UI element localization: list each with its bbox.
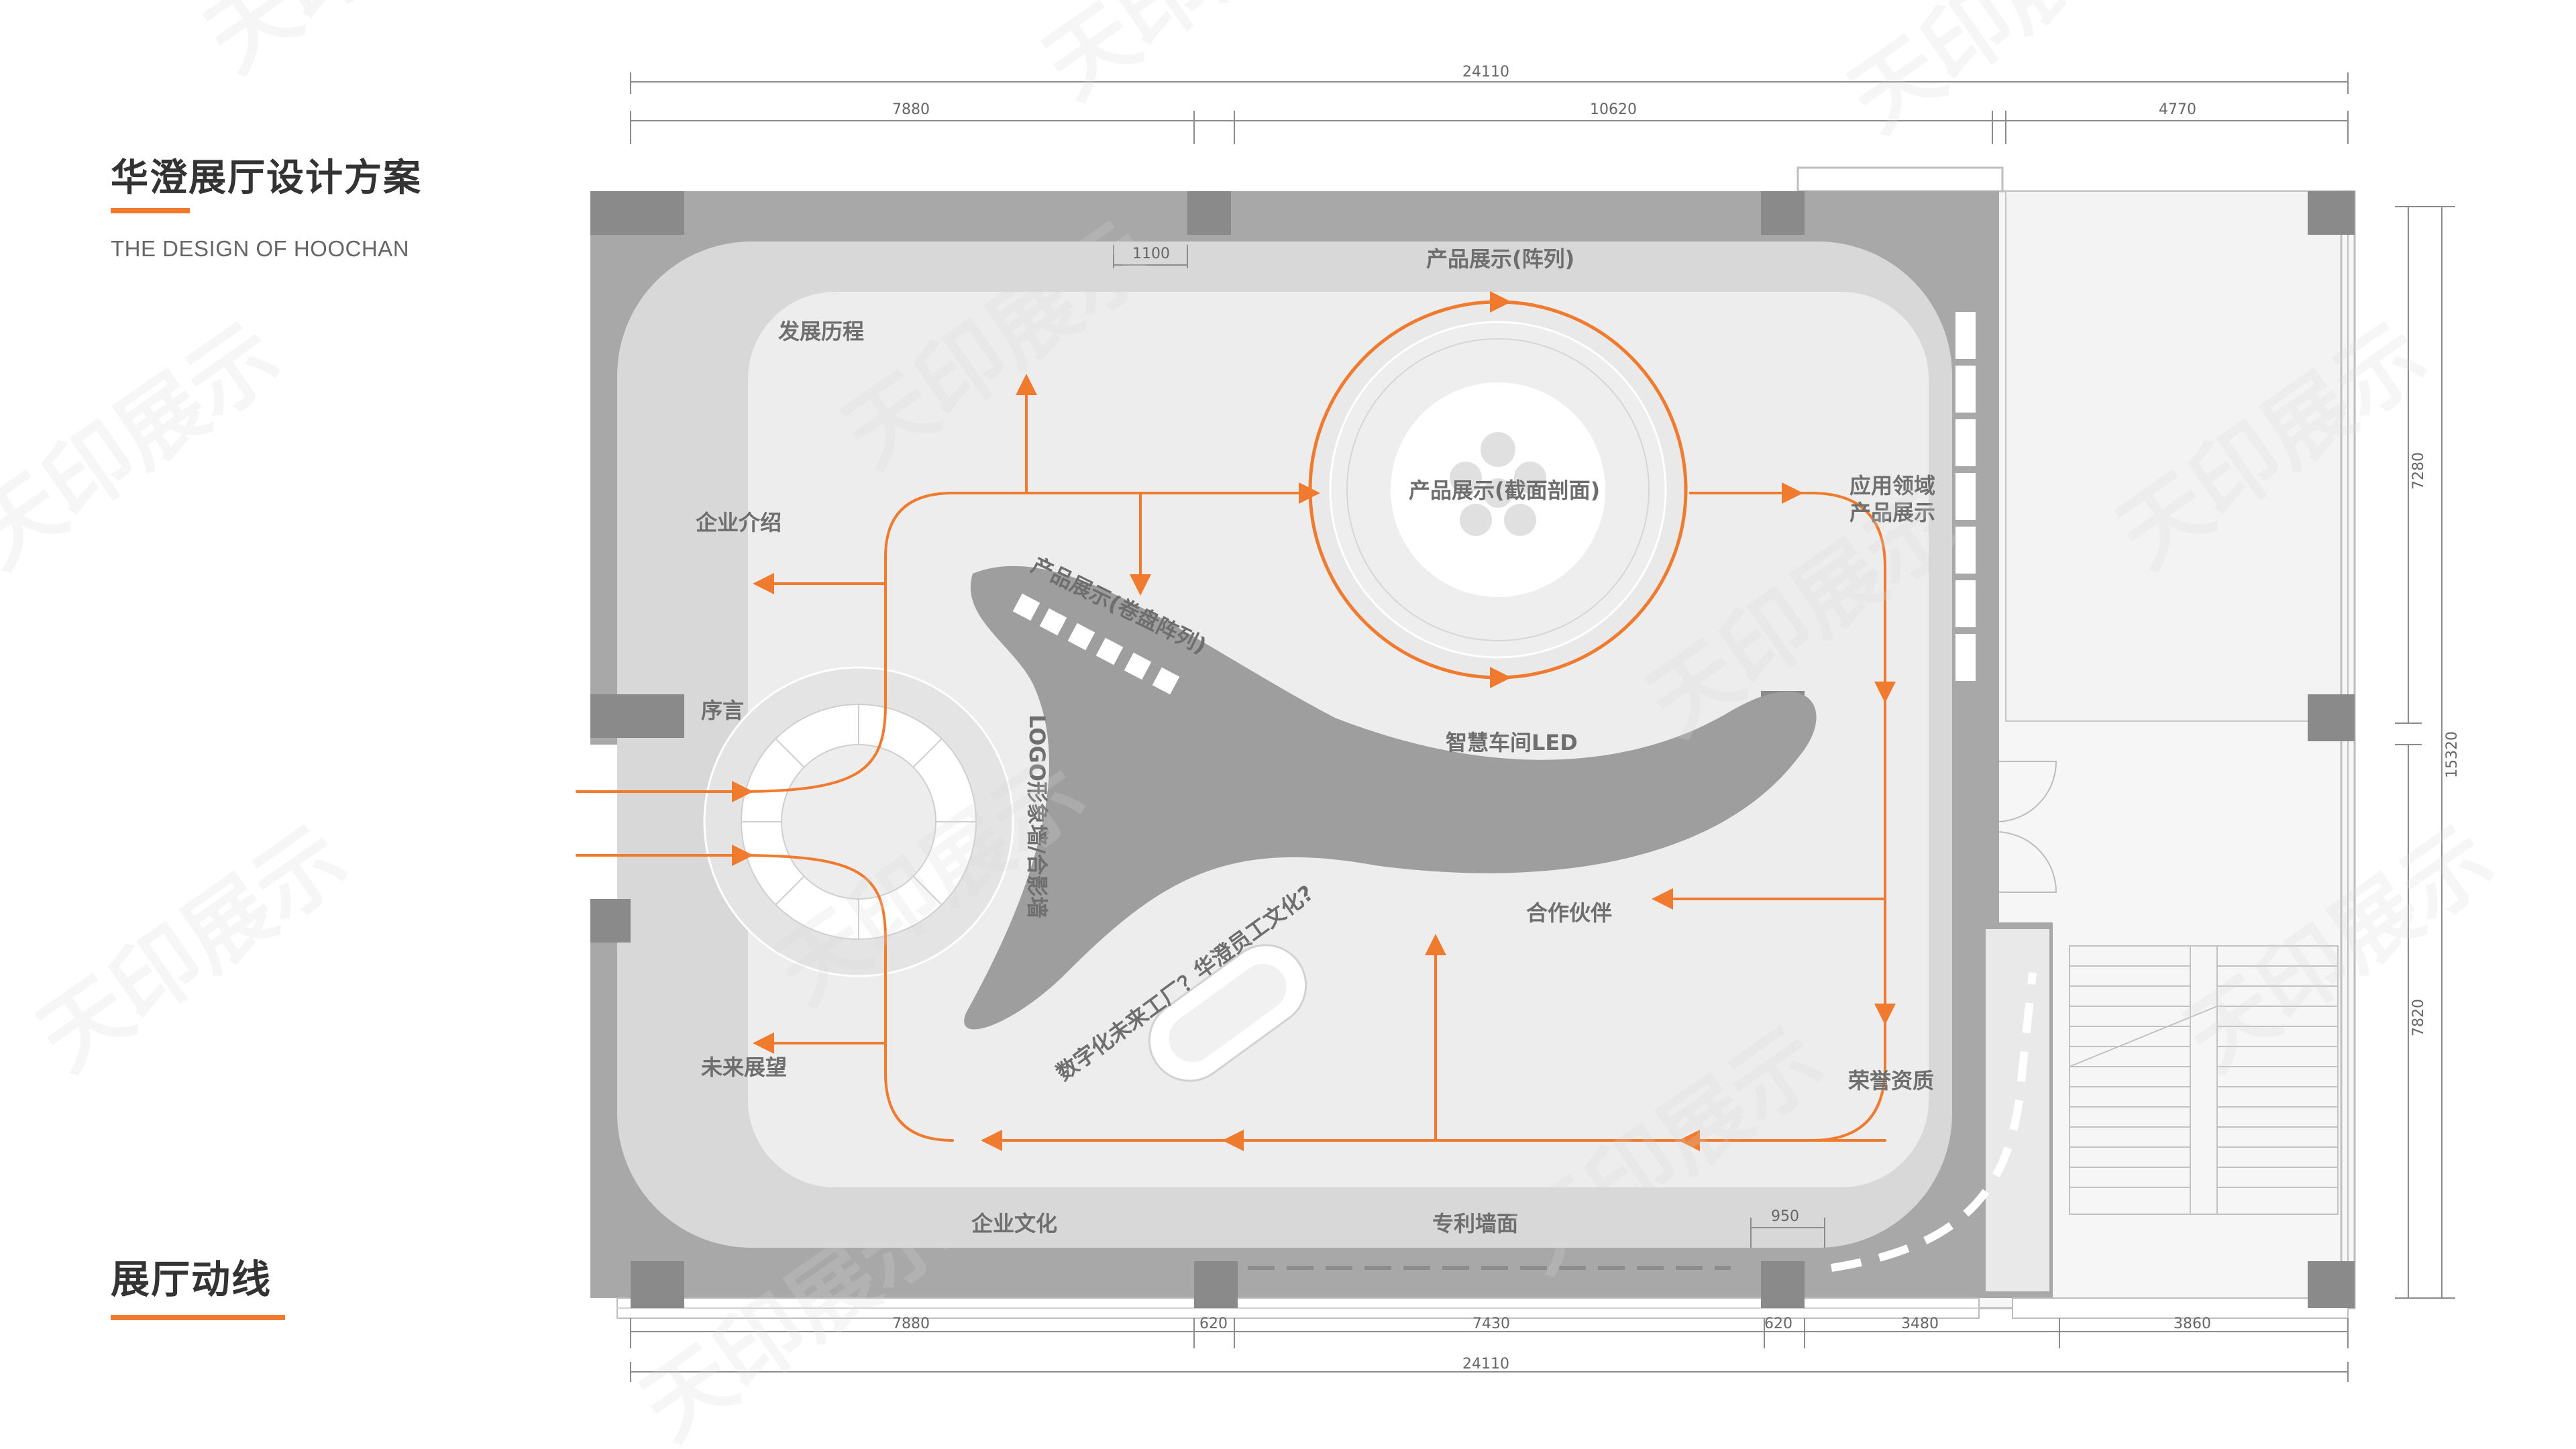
visitor-flow	[576, 291, 1896, 1151]
dim-right-2: 7820	[2410, 999, 2427, 1036]
staircase	[2069, 945, 2339, 1215]
annex-area	[1796, 166, 2356, 1309]
dim-bottom-6: 3860	[2174, 1316, 2211, 1332]
dim-top-2: 10620	[1590, 101, 1637, 118]
dim-right-1: 7280	[2410, 452, 2427, 490]
dim-top-3: 4770	[2159, 101, 2196, 118]
label-preface: 序言	[701, 698, 744, 723]
label-section-view: 产品展示(截面剖面)	[1409, 478, 1600, 503]
dim-bottom-1: 7880	[892, 1316, 930, 1332]
svg-text:天印展示: 天印展示	[1832, 0, 2176, 151]
dimension-labels: 24110 7880 10620 4770 1100 950 7880 620 …	[892, 64, 2461, 1373]
dim-total-bottom: 24110	[1462, 1356, 1509, 1373]
label-culture: 企业文化	[971, 1211, 1057, 1236]
dim-total-top: 24110	[1462, 64, 1509, 80]
svg-text:天印展示: 天印展示	[0, 304, 298, 588]
dim-bottom-3: 7430	[1472, 1316, 1510, 1332]
window-slots	[1955, 312, 1976, 681]
dim-bottom-4: 620	[1764, 1316, 1792, 1332]
label-array: 产品展示(阵列)	[1426, 246, 1574, 272]
title-underline	[111, 208, 190, 213]
label-application-1: 应用领域	[1849, 473, 1935, 498]
coil-array-blocks	[1012, 593, 1180, 695]
label-application-2: 产品展示	[1849, 500, 1935, 525]
logo-sculpture	[964, 566, 1817, 1030]
dimension-lines	[630, 72, 2455, 1382]
label-future: 未来展望	[701, 1055, 787, 1080]
label-partners: 合作伙伴	[1526, 900, 1612, 926]
label-honors: 荣誉资质	[1848, 1068, 1934, 1093]
label-history: 发展历程	[778, 319, 864, 344]
section-underline	[111, 1315, 285, 1320]
dim-bottom-2: 620	[1199, 1316, 1228, 1332]
label-led: 智慧车间LED	[1446, 730, 1578, 755]
label-logo-wall: LOGO形象墙/合影墙	[1024, 714, 1050, 918]
svg-text:天印展示: 天印展示	[189, 0, 533, 91]
bottom-wall-details	[616, 972, 2349, 1319]
page-title: 华澄展厅设计方案	[111, 156, 422, 200]
svg-text:天印展示: 天印展示	[1027, 0, 1371, 117]
page-subtitle: THE DESIGN OF HOOCHAN	[111, 236, 410, 261]
label-patents: 专利墙面	[1432, 1211, 1518, 1236]
svg-text:天印展示: 天印展示	[21, 807, 365, 1091]
dim-bottom-5: 3480	[1901, 1316, 1939, 1332]
dim-top-1: 7880	[892, 101, 930, 118]
section-title: 展厅动线	[111, 1256, 272, 1302]
display-capsule	[1148, 944, 1307, 1082]
product-section-display	[1308, 300, 1688, 680]
dim-inner-950: 950	[1771, 1208, 1799, 1225]
dim-inner-1100: 1100	[1132, 246, 1170, 262]
label-intro: 企业介绍	[696, 510, 782, 535]
dim-right-total: 15320	[2444, 731, 2461, 778]
